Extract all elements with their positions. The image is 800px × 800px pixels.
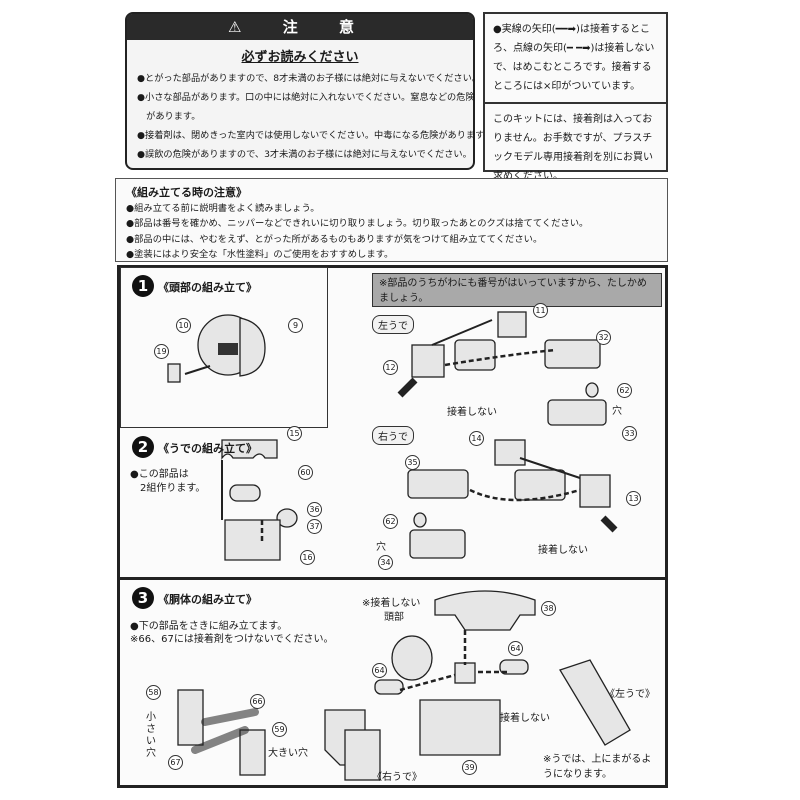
warning-item: ●小さな部品があります。口の中には絶対に入れないでください。窒息などの危険 xyxy=(137,92,475,103)
warning-item: ●誤飲の危険がありますので、3才未満のお子様には絶対に与えないでください。 xyxy=(137,149,472,160)
part-number: 36 xyxy=(307,502,322,517)
left-arm-illustration xyxy=(397,311,607,426)
part-number: 19 xyxy=(154,344,169,359)
step1-title: 《頭部の組み立て》 xyxy=(158,281,257,294)
note-item: ●部品の中には、やむをえず、とがった所があるものもありますが気をつけて組み立てて… xyxy=(126,233,543,245)
warning-item: ●接着剤は、閉めきった室内では使用しないでください。中毒になる危険があります。 xyxy=(137,130,493,141)
part-number: 62 xyxy=(383,514,398,529)
right-arm-label: 《右うで》 xyxy=(372,772,422,783)
torso-illustration xyxy=(324,590,631,781)
part-number: 15 xyxy=(287,426,302,441)
warning-item: があります。 xyxy=(137,111,201,122)
part-number: 11 xyxy=(533,303,548,318)
part-number: 67 xyxy=(168,755,183,770)
right-arm-tag: 右うで xyxy=(372,426,414,445)
part-number: 62 xyxy=(617,383,632,398)
small-hole-label: 小さい穴 xyxy=(146,712,156,759)
no-glue-label: ※接着しない xyxy=(362,598,421,609)
note-item: ●塗装にはより安全な「水性塗料」のご使用をおすすめします。 xyxy=(126,249,394,260)
no-glue-label: 接着しない xyxy=(538,545,588,556)
warning-title: 注 意 xyxy=(282,18,372,36)
part-number: 10 xyxy=(176,318,191,333)
part-number: 60 xyxy=(298,465,313,480)
big-hole-label: 大きい穴 xyxy=(268,748,308,759)
part-number: 34 xyxy=(378,555,393,570)
part-number: 16 xyxy=(300,550,315,565)
part-number: 33 xyxy=(622,426,637,441)
part-number: 59 xyxy=(272,722,287,737)
warning-subtitle: 必ずお読みください xyxy=(241,50,359,65)
hole-label: 穴 xyxy=(612,406,622,417)
torso-joint-illustration xyxy=(177,689,266,776)
part-number: 32 xyxy=(596,330,611,345)
step2-number: 2 xyxy=(132,436,154,458)
part-number: 58 xyxy=(146,685,161,700)
part-number: 13 xyxy=(626,491,641,506)
divider xyxy=(117,577,668,580)
left-arm-label: 《左うで》 xyxy=(605,689,655,700)
note-item: ●部品は番号を確かめ、ニッパーなどできれいに切り取りましょう。切り取ったあとのク… xyxy=(126,218,589,229)
part-number: 35 xyxy=(405,455,420,470)
part-number: 37 xyxy=(307,519,322,534)
arm-parts-illustration xyxy=(221,439,298,561)
part-number: 66 xyxy=(250,694,265,709)
assembly-notes: 《組み立てる時の注意》 ●組み立てる前に説明書をよく読みましょう。 ●部品は番号… xyxy=(115,178,668,262)
parts-number-note: ※部品のうちがわにも番号がはいっていますから、たしかめましょう。 xyxy=(372,273,662,307)
step3-note: ※66、67には接着剤をつけないでください。 xyxy=(130,634,334,645)
step2-note: ●この部品は 2組作ります。 xyxy=(130,469,206,494)
step2-title: 《うでの組み立て》 xyxy=(158,442,257,455)
part-number: 12 xyxy=(383,360,398,375)
part-number: 9 xyxy=(288,318,303,333)
warning-item: ●とがった部品がありますので、8才未満のお子様には絶対に与えないでください。 xyxy=(137,73,481,84)
part-number: 64 xyxy=(372,663,387,678)
notes-title: 《組み立てる時の注意》 xyxy=(126,186,247,199)
hole-label: 穴 xyxy=(376,542,386,553)
head-illustration xyxy=(167,314,266,383)
glue-notice: このキットには、接着剤は入っておりません。お手数ですが、プラスチックモデル専用接… xyxy=(493,114,653,182)
legend-box: ●実線の矢印(━━➡)は接着するところ、点線の矢印(━ ━➡)は接着しないで、は… xyxy=(483,12,668,182)
head-label: 頭部 xyxy=(384,612,404,623)
step3-number: 3 xyxy=(132,587,154,609)
part-number: 14 xyxy=(469,431,484,446)
step3-note: ●下の部品をさきに組み立てます。 xyxy=(130,621,288,632)
no-glue-label: 接着しない xyxy=(447,407,497,418)
right-arm-illustration xyxy=(407,439,618,559)
note-item: ●組み立てる前に説明書をよく読みましょう。 xyxy=(126,202,320,214)
step3-title: 《胴体の組み立て》 xyxy=(158,593,257,606)
part-number: 38 xyxy=(541,601,556,616)
divider xyxy=(485,102,666,104)
warning-box: ⚠ 注 意 必ずお読みください ●とがった部品がありますので、8才未満のお子様に… xyxy=(125,12,493,170)
warning-header: ⚠ 注 意 xyxy=(127,14,473,40)
part-number: 39 xyxy=(462,760,477,775)
step1-number: 1 xyxy=(132,275,154,297)
left-arm-tag: 左うで xyxy=(372,315,414,334)
arrow-legend: ●実線の矢印(━━➡)は接着するところ、点線の矢印(━ ━➡)は接着しないで、は… xyxy=(493,24,655,92)
part-number: 64 xyxy=(508,641,523,656)
no-glue-label: 接着しない xyxy=(500,713,550,724)
arm-bend-note: ※うでは、上にまがるようになります。 xyxy=(543,754,652,780)
